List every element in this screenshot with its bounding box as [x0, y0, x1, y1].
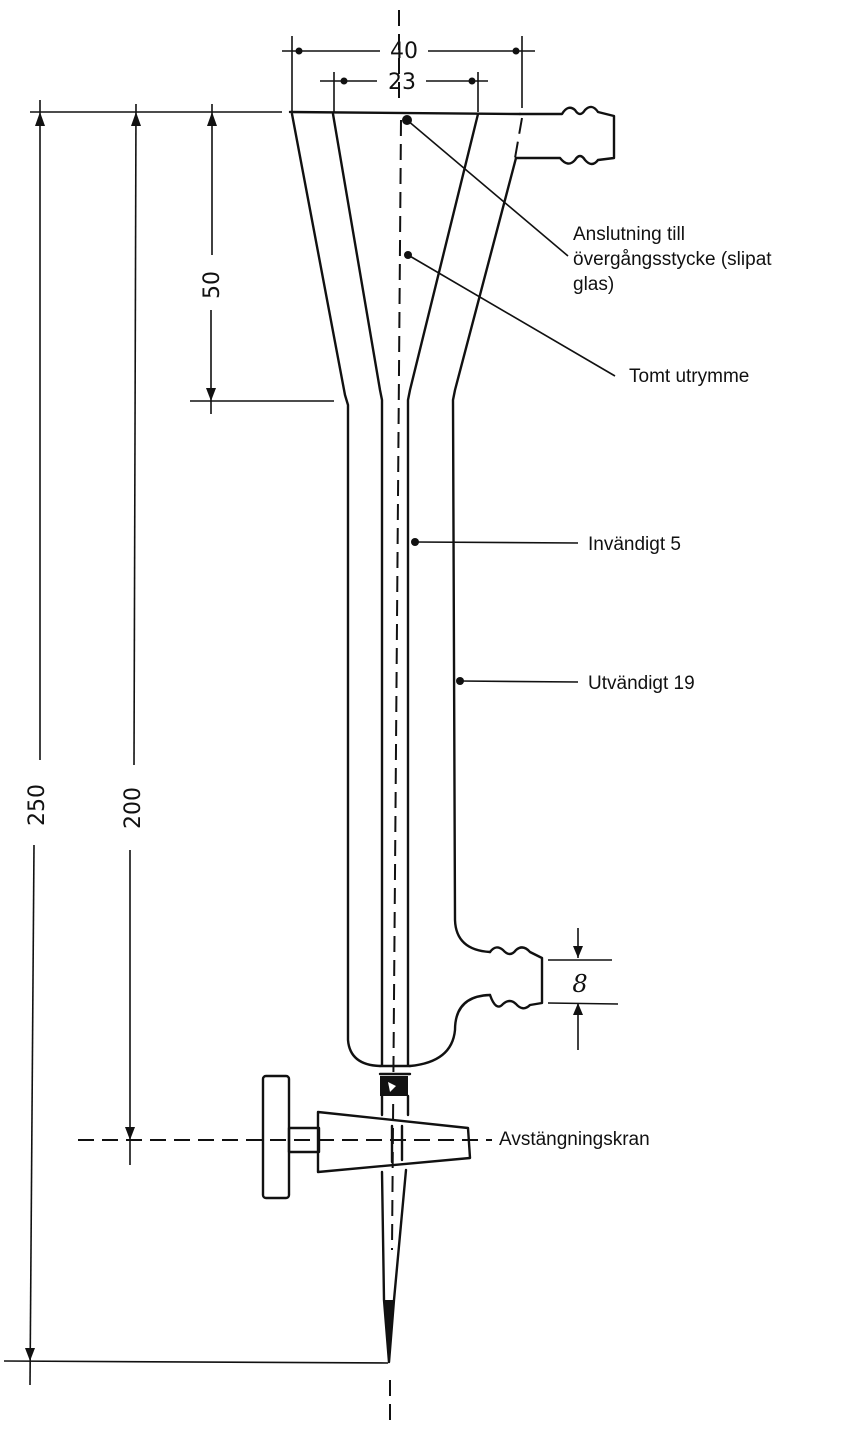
inner-wall-right	[406, 112, 480, 1067]
dim-8-text: 8	[572, 970, 587, 998]
dim-23-arrow-right	[468, 77, 476, 85]
leader-connection	[406, 119, 569, 257]
leader-empty-space	[407, 254, 616, 377]
dim-200-line-upper	[133, 103, 137, 766]
label-stopcock: Avstängningskran	[499, 1129, 650, 1150]
stopcock-handle	[261, 1074, 291, 1200]
dim-200-text: 200	[121, 787, 146, 829]
dim-23-arrow-left	[340, 77, 348, 85]
stopcock-plug	[316, 1110, 472, 1174]
dim-40-arrow-left	[295, 47, 303, 55]
dim-50-arrow-top	[207, 112, 217, 126]
bottom-hose-connector	[488, 946, 544, 1010]
dim-250-arrow-bottom	[25, 1348, 35, 1361]
label-empty-space: Tomt utrymme	[629, 366, 749, 387]
label-connection-line3: glas)	[573, 274, 614, 295]
label-connection-line1: Anslutning till	[573, 224, 685, 245]
label-inner-diameter: Invändigt 5	[588, 534, 681, 555]
leader-inner	[414, 541, 579, 544]
dim-250-line-lower	[29, 844, 35, 1386]
dim-8-arrow-bottom	[573, 1003, 583, 1015]
top-rim	[288, 110, 522, 116]
dim-23-text: 23	[388, 70, 416, 95]
outer-wall-right-lower	[408, 993, 492, 1068]
dim-40-text: 40	[390, 39, 418, 64]
top-hose-connector	[514, 105, 616, 166]
bottom-reference-line	[3, 1360, 389, 1364]
center-axis	[391, 119, 402, 1251]
dim-8-ext-bottom	[547, 1002, 619, 1005]
delivery-tip	[380, 1168, 408, 1364]
dim-250-text: 250	[25, 784, 50, 826]
dim-50-text: 50	[200, 271, 225, 299]
joint-marker	[388, 1082, 396, 1092]
dim-200-arrow-top	[131, 112, 141, 126]
outer-wall-left	[290, 112, 382, 1068]
dim-200-arrow-bottom	[125, 1127, 135, 1140]
dim-40-arrow-right	[512, 47, 520, 55]
dim-250-arrow-top	[35, 112, 45, 126]
label-outer-diameter: Utvändigt 19	[588, 673, 695, 694]
inner-wall-left	[331, 112, 384, 1067]
dim-50-arrow-bottom	[206, 388, 216, 401]
rim-dashed	[514, 117, 523, 159]
outer-wall-right	[451, 156, 518, 954]
leader-outer	[459, 680, 579, 683]
dim-8-arrow-top	[573, 946, 583, 958]
tip-fill	[384, 1300, 394, 1362]
label-connection-line2: övergångsstycke (slipat	[573, 249, 772, 270]
